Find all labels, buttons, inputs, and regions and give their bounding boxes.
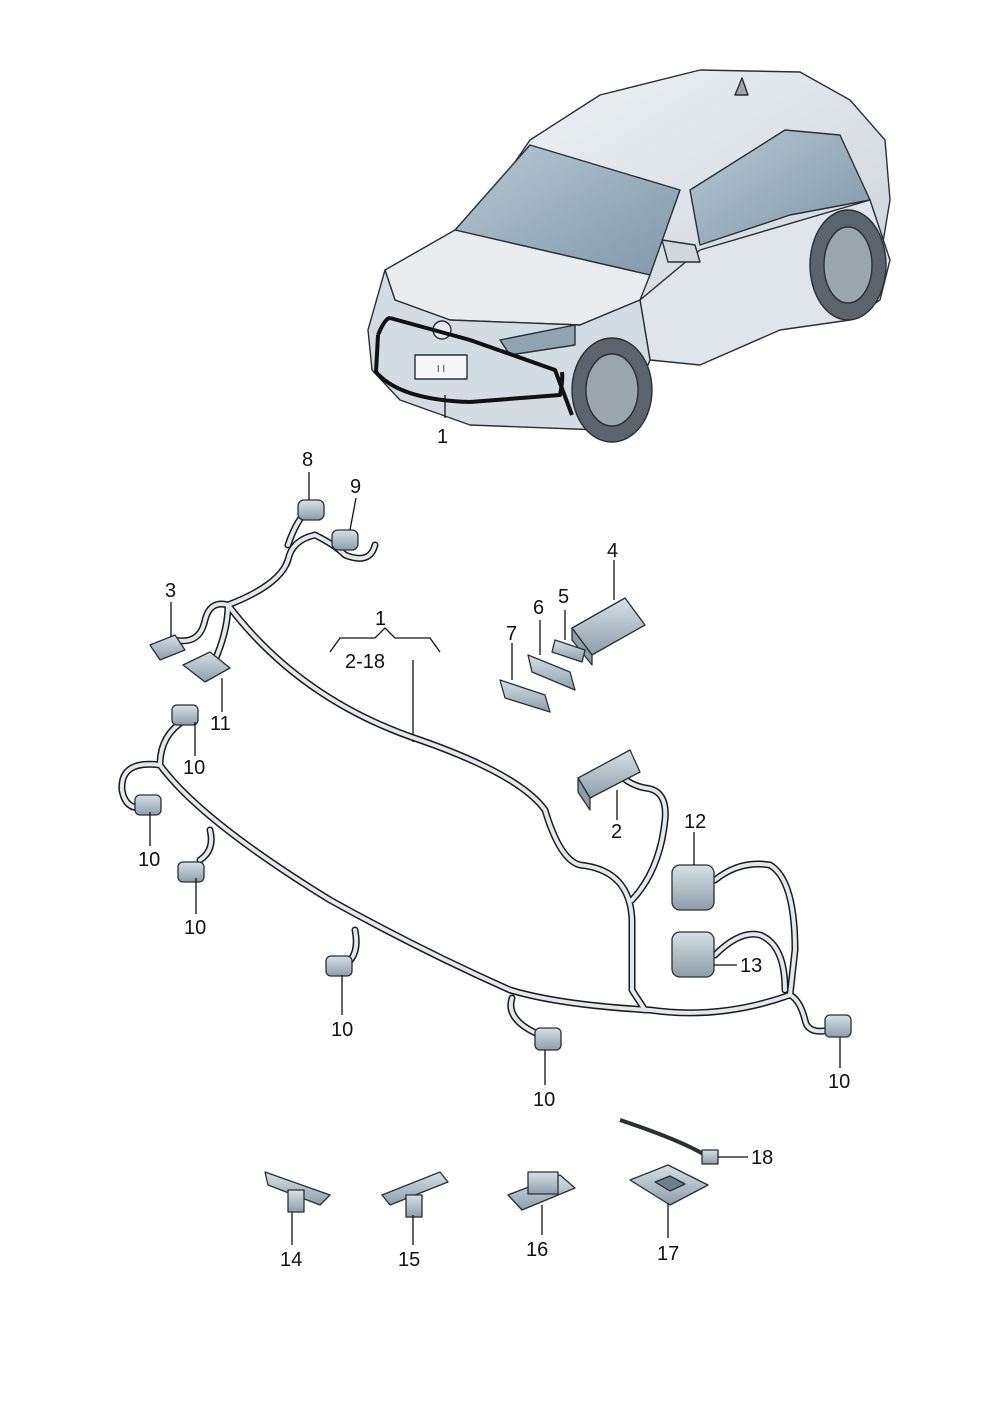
label-7: 7 bbox=[506, 623, 517, 645]
part-4-housing bbox=[571, 597, 646, 666]
part-10-sensor-e bbox=[534, 1027, 562, 1051]
vehicle-headlight bbox=[499, 324, 576, 356]
part-6-clip bbox=[527, 654, 576, 691]
vehicle-illustration: I I bbox=[367, 69, 891, 443]
harness-bracket: 1 2-18 bbox=[329, 608, 441, 742]
part-18-cable-tie bbox=[619, 1118, 719, 1165]
part-10-sensor-a bbox=[171, 704, 199, 726]
part-11-connector bbox=[182, 651, 231, 683]
part-14-bracket bbox=[264, 1171, 331, 1213]
part-10-sensor-b bbox=[134, 794, 162, 816]
vehicle-callout: 1 bbox=[437, 426, 448, 448]
wiring-harness bbox=[122, 504, 834, 1039]
vehicle-mirror bbox=[661, 239, 701, 263]
label-6: 6 bbox=[533, 597, 544, 619]
part-labels: 8 9 3 11 4 5 6 7 2 12 13 10 10 10 10 10 … bbox=[138, 449, 850, 1271]
label-10-b: 10 bbox=[138, 849, 160, 871]
vehicle-bumper-harness bbox=[374, 316, 574, 416]
licence-plate-text: I I bbox=[437, 364, 445, 375]
part-7-clip bbox=[499, 679, 551, 713]
label-13: 13 bbox=[740, 955, 762, 977]
label-10-d: 10 bbox=[331, 1019, 353, 1041]
part-8-connector bbox=[297, 499, 325, 521]
label-12: 12 bbox=[684, 811, 706, 833]
label-4: 4 bbox=[607, 540, 618, 562]
part-15-bracket bbox=[381, 1171, 449, 1218]
label-18: 18 bbox=[751, 1147, 773, 1169]
part-3-connector bbox=[149, 634, 186, 661]
vehicle-licence-plate bbox=[414, 354, 468, 380]
part-5-clip bbox=[551, 639, 586, 663]
part-10-sensor-d bbox=[325, 955, 353, 977]
label-10-a: 10 bbox=[183, 757, 205, 779]
vehicle-antenna bbox=[734, 77, 749, 96]
part-12-connector bbox=[671, 864, 715, 911]
label-8: 8 bbox=[302, 449, 313, 471]
label-17: 17 bbox=[657, 1243, 679, 1265]
part-13-connector bbox=[671, 931, 715, 978]
label-9: 9 bbox=[350, 476, 361, 498]
label-10-e: 10 bbox=[533, 1089, 555, 1111]
part-9-connector bbox=[331, 529, 359, 551]
label-10-g: 10 bbox=[828, 1071, 850, 1093]
part-2-connector bbox=[577, 749, 641, 811]
label-3: 3 bbox=[165, 580, 176, 602]
leader-lines bbox=[149, 472, 841, 1245]
label-10-c: 10 bbox=[184, 917, 206, 939]
label-16: 16 bbox=[526, 1239, 548, 1261]
label-15: 15 bbox=[398, 1249, 420, 1271]
label-11: 11 bbox=[210, 713, 231, 735]
harness-callout: 1 bbox=[375, 608, 386, 630]
part-10-sensor-c bbox=[177, 861, 205, 883]
part-16-holder bbox=[507, 1171, 576, 1211]
part-17-plate bbox=[629, 1164, 709, 1206]
part-10-sensor-g bbox=[824, 1014, 852, 1038]
harness-range: 2-18 bbox=[345, 651, 385, 673]
label-14: 14 bbox=[280, 1249, 302, 1271]
label-5: 5 bbox=[558, 586, 569, 608]
label-2: 2 bbox=[611, 821, 622, 843]
